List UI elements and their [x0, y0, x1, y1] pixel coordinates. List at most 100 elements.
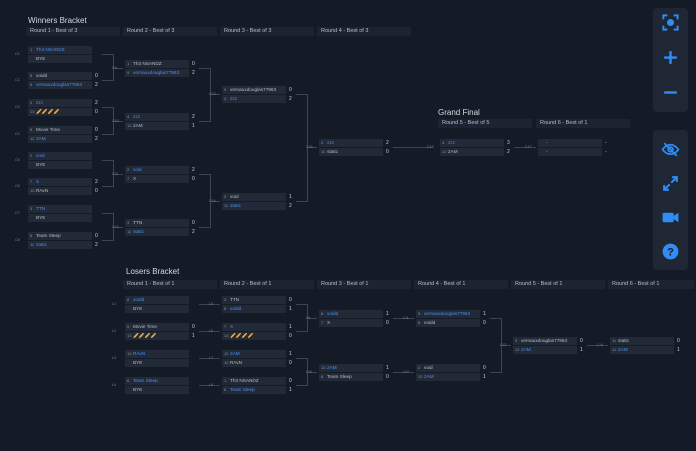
help-icon[interactable]: ?: [661, 242, 680, 261]
match-slot[interactable]: 13🥖🥖🥖🥖0: [222, 332, 292, 340]
match-id-label: L2: [112, 329, 116, 333]
seed-number: 12: [321, 365, 326, 370]
team-score: 0: [95, 73, 98, 79]
losers-round-1-header: Round 1 - Best of 1: [123, 280, 217, 289]
eye-icon[interactable]: [661, 140, 680, 159]
match-slot[interactable]: BYE: [28, 214, 92, 222]
expand-icon[interactable]: [661, 174, 680, 193]
match-id-label: L7: [209, 356, 213, 360]
team-name: void: [230, 194, 239, 199]
seed-number: 6: [321, 374, 324, 379]
team-name: zzz: [448, 140, 456, 145]
team-name: BYE: [36, 56, 46, 61]
team-name: void: [133, 167, 142, 172]
match-slot[interactable]: BYE: [28, 55, 92, 63]
match-id-label: C1: [15, 52, 20, 56]
team-name: Th3 NSANDZ: [230, 378, 259, 383]
match-slot[interactable]: --: [538, 148, 607, 156]
video-icon[interactable]: [661, 208, 680, 227]
seed-number: 11: [127, 229, 132, 234]
action-toolbar: ?: [653, 130, 688, 270]
match-id-label: C16: [427, 145, 434, 149]
match-slot[interactable]: BYE: [125, 386, 189, 394]
seed-number: 6: [127, 378, 130, 383]
team-name: voidd: [133, 297, 145, 302]
winners-bracket-title: Winners Bracket: [28, 16, 87, 25]
match-slot[interactable]: BYE: [125, 305, 189, 313]
winners-round-1-header: Round 1 - Best of 3: [26, 27, 120, 36]
seed-number: 5: [127, 324, 130, 329]
zoom-in-icon[interactable]: [661, 48, 680, 67]
team-score: 2: [386, 140, 389, 146]
match-id-label: L14: [597, 343, 603, 347]
team-name: vernauxdouglas77963: [36, 82, 83, 87]
zoom-out-icon[interactable]: [661, 83, 680, 102]
team-name: X: [230, 324, 234, 329]
team-name: TTN: [133, 220, 143, 225]
fullscreen-icon[interactable]: [661, 13, 680, 32]
team-score: 1: [192, 123, 195, 129]
connector-line: [199, 174, 211, 228]
team-name: static: [230, 203, 241, 208]
match-id-label: L10: [306, 370, 312, 374]
grand-final-round-5-header: Round 5 - Best of 5: [438, 119, 532, 128]
match-slot[interactable]: BYE: [28, 161, 92, 169]
match-slot[interactable]: --: [538, 139, 607, 147]
match-slot[interactable]: BYE: [125, 359, 189, 367]
team-score: 0: [95, 188, 98, 194]
match-slot[interactable]: 13🥖🥖🥖🥖0: [28, 108, 98, 116]
match-slot[interactable]: 13🥖🥖🥖🥖1: [125, 332, 195, 340]
